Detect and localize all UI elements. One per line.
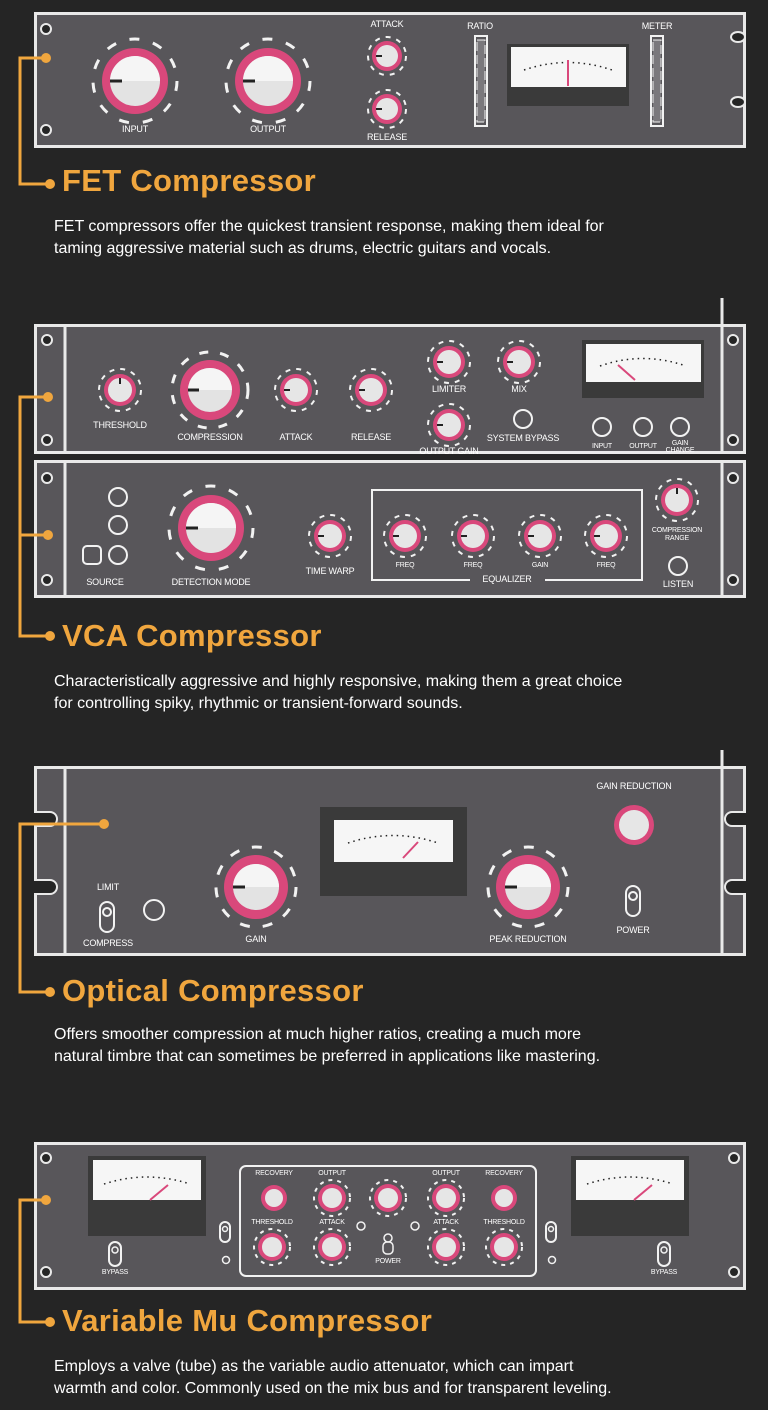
vca-freq-label-1: FREQ (395, 562, 415, 569)
vca-freq-label-3: FREQ (596, 562, 616, 569)
vca-rack-bottom (34, 460, 746, 598)
vca-system-bypass-label: SYSTEM BYPASS (486, 433, 560, 443)
vca-equalizer-label: EQUALIZER (482, 574, 532, 584)
varmu-recovery-label-left: RECOVERY (255, 1170, 293, 1177)
fet-input-label: INPUT (121, 124, 149, 134)
fet-output-label: OUTPUT (250, 124, 286, 134)
varmu-attack-label-right: ATTACK (433, 1219, 459, 1226)
optical-power-label: POWER (616, 925, 650, 935)
optical-desc-line-2: natural timbre that can sometimes be pre… (54, 1048, 601, 1065)
vca-compression-label: COMPRESSION (177, 432, 243, 442)
fet-ratio-label: RATIO (467, 21, 493, 31)
optical-title: Optical Compressor (62, 973, 364, 1008)
vca-attack-label: ATTACK (279, 432, 313, 442)
optical-limit-label: LIMIT (96, 882, 120, 892)
vca-time-warp-label: TIME WARP (305, 566, 355, 576)
varmu-attack-label-left: ATTACK (319, 1219, 345, 1226)
optical-gain-reduction-label: GAIN REDUCTION (596, 781, 672, 791)
fet-desc-line-1: FET compressors offer the quickest trans… (54, 218, 604, 235)
optical-peak-reduction-label: PEAK REDUCTION (489, 934, 567, 944)
optical-compress-label: COMPRESS (83, 938, 133, 948)
vca-freq-label-2: FREQ (463, 562, 483, 569)
vca-title: VCA Compressor (62, 618, 322, 653)
varmu-recovery-label-right: RECOVERY (485, 1170, 523, 1177)
optical-gain-label: GAIN (245, 934, 267, 944)
varmu-rack-panel (34, 1142, 746, 1290)
varmu-threshold-label-right: THRESHOLD (483, 1219, 525, 1226)
vca-threshold-label: THRESHOLD (93, 420, 147, 430)
varmu-title: Variable Mu Compressor (62, 1303, 433, 1338)
vca-output-label: OUTPUT (629, 443, 657, 450)
fet-release-label: RELEASE (366, 132, 408, 142)
vca-section: THRESHOLD COMPRESSION ATTACK RELEASE LIM… (0, 290, 768, 720)
vca-description: Characteristically aggressive and highly… (54, 671, 754, 715)
varmu-output-label-right: OUTPUT (432, 1170, 460, 1177)
vca-detection-mode-label: DETECTION MODE (171, 577, 251, 587)
fet-description: FET compressors offer the quickest trans… (54, 216, 754, 260)
varmu-bypass-label-right: BYPASS (650, 1269, 678, 1276)
vca-output-gain-label: OUTPUT GAIN (419, 446, 479, 456)
vca-listen-label: LISTEN (662, 579, 694, 589)
vca-compression-range-label-1: COMPRESSION (651, 527, 703, 534)
vca-desc-line-1: Characteristically aggressive and highly… (54, 673, 623, 690)
vca-source-label: SOURCE (86, 577, 124, 587)
varmu-desc-line-2: warmth and color. Commonly used on the m… (54, 1380, 612, 1397)
vca-desc-line-2: for controlling spiky, rhythmic or trans… (54, 695, 463, 712)
fet-title: FET Compressor (62, 163, 316, 198)
fet-section: INPUT OUTPUT ATTACK RELEASE RATIO METER … (0, 0, 768, 280)
varmu-section: RECOVERY OUTPUT OUTPUT RECOVERY THRESHOL… (0, 1130, 768, 1410)
vca-gain-change-label-1: GAIN (671, 440, 689, 447)
varmu-power-label: POWER (375, 1258, 401, 1265)
vca-mix-label: MIX (511, 384, 527, 394)
vca-release-label: RELEASE (350, 432, 392, 442)
fet-desc-line-2: taming aggressive material such as drums… (54, 240, 552, 257)
optical-section: LIMIT COMPRESS GAIN PEAK REDUCTION GAIN … (0, 750, 768, 1080)
optical-desc-line-1: Offers smoother compression at much high… (54, 1026, 582, 1043)
varmu-description: Employs a valve (tube) as the variable a… (54, 1356, 754, 1400)
varmu-threshold-label-left: THRESHOLD (251, 1219, 293, 1226)
vca-gain-change-label-2: CHANGE (665, 447, 695, 454)
vca-limiter-label: LIMITER (431, 384, 467, 394)
varmu-bypass-label-left: BYPASS (101, 1269, 129, 1276)
vca-input-label: INPUT (591, 443, 613, 450)
optical-description: Offers smoother compression at much high… (54, 1024, 754, 1068)
fet-attack-label: ATTACK (370, 19, 404, 29)
varmu-output-label-left: OUTPUT (318, 1170, 346, 1177)
vca-compression-range-label-2: RANGE (665, 535, 689, 542)
varmu-desc-line-1: Employs a valve (tube) as the variable a… (54, 1358, 574, 1375)
fet-meter-label: METER (641, 21, 673, 31)
vca-gain-label: GAIN (531, 562, 549, 569)
